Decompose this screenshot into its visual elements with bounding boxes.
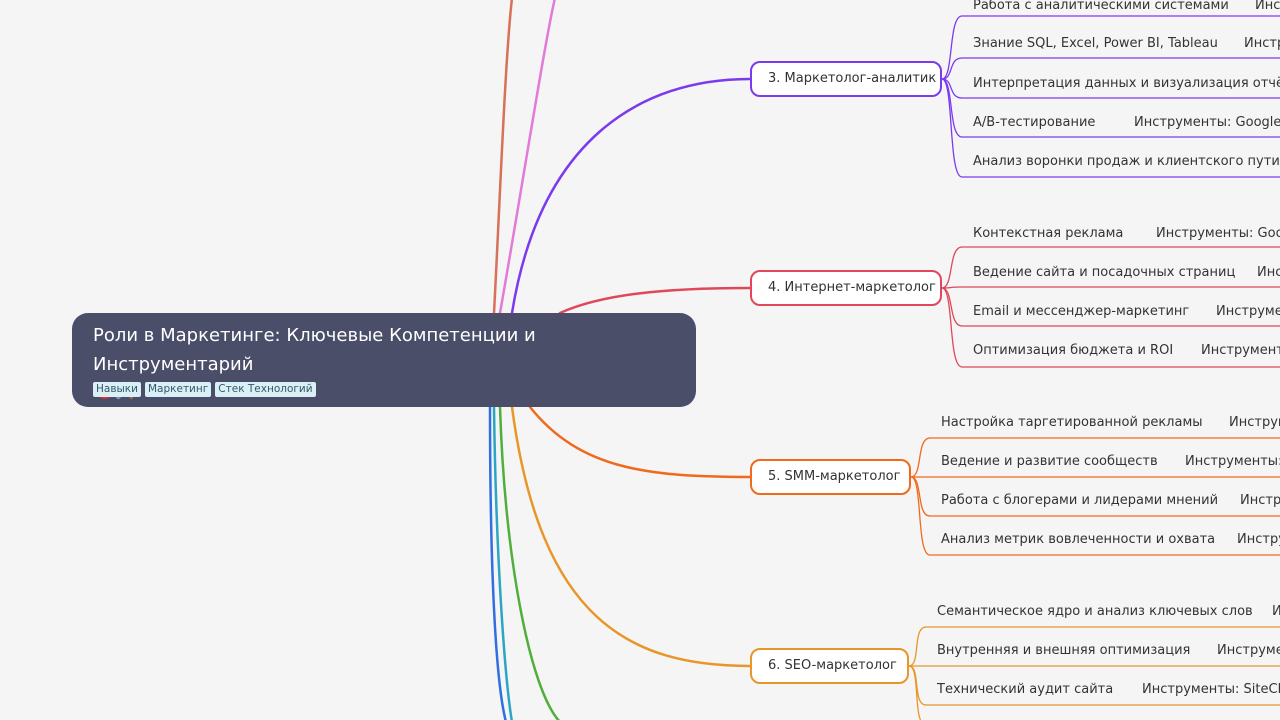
leaf-semantic-core[interactable]: Семантическое ядро и анализ ключевых сло… bbox=[937, 603, 1280, 621]
leaf-tools: Инструменты: S bbox=[1185, 454, 1280, 469]
leaf-label: Семантическое ядро и анализ ключевых сло… bbox=[937, 604, 1253, 619]
root-tags: Навыки Маркетинг Стек Технологий bbox=[93, 382, 316, 397]
branch-marketing-analyst[interactable]: 3. Маркетолог-аналитик bbox=[750, 61, 942, 97]
edge-branch-smm bbox=[528, 405, 752, 479]
leaf-label: Технический аудит сайта bbox=[937, 682, 1114, 697]
edge-offscreen-top-2 bbox=[498, 0, 556, 315]
leaf-analytics-systems[interactable]: Работа с аналитическими системами Инст bbox=[973, 0, 1280, 15]
edge-leaf-analyst-1 bbox=[941, 57, 1280, 80]
leaf-tools: Инстр bbox=[1244, 36, 1280, 51]
tag-skills[interactable]: Навыки bbox=[93, 382, 141, 397]
edge-branch-seo bbox=[510, 405, 752, 668]
branch-internet-marketer[interactable]: 4. Интернет-маркетолог bbox=[750, 270, 942, 306]
branch-seo-marketer[interactable]: 6. SEO-маркетолог bbox=[750, 648, 909, 684]
leaf-tools: Инс bbox=[1257, 265, 1280, 280]
leaf-communities[interactable]: Ведение и развитие сообществ Инструменты… bbox=[941, 453, 1280, 471]
leaf-targeted-ads[interactable]: Настройка таргетированной рекламы Инстру… bbox=[941, 414, 1280, 432]
leaf-tools: Инструменты: SiteChe bbox=[1142, 682, 1280, 697]
leaf-label: Настройка таргетированной рекламы bbox=[941, 415, 1203, 430]
edge-offscreen-bottom-2 bbox=[492, 405, 513, 720]
leaf-email-messenger[interactable]: Email и мессенджер-маркетинг Инструмен bbox=[973, 303, 1280, 321]
leaf-tools: Инструм bbox=[1229, 415, 1280, 430]
edge-branch-analyst bbox=[510, 77, 752, 315]
leaf-engagement-metrics[interactable]: Анализ метрик вовлеченности и охвата Инс… bbox=[941, 531, 1280, 549]
edge-leaf-internet-0 bbox=[941, 246, 1280, 289]
leaf-site-landing[interactable]: Ведение сайта и посадочных страниц Инс bbox=[973, 264, 1280, 282]
branch-smm-marketer[interactable]: 5. SMM-маркетолог bbox=[750, 459, 911, 495]
edge-offscreen-bottom-1 bbox=[488, 405, 507, 720]
leaf-label: Знание SQL, Excel, Power BI, Tableau bbox=[973, 36, 1218, 51]
leaf-label: Анализ метрик вовлеченности и охвата bbox=[941, 532, 1216, 547]
edge-leaf-internet-3 bbox=[941, 287, 1280, 368]
leaf-tools: Инструменты bbox=[1201, 343, 1280, 358]
leaf-label: Контекстная реклама bbox=[973, 226, 1124, 241]
leaf-tools: Инструмен bbox=[1216, 304, 1280, 319]
leaf-label: Email и мессенджер-маркетинг bbox=[973, 304, 1190, 319]
leaf-tools: И bbox=[1272, 604, 1280, 619]
leaf-label: Анализ воронки продаж и клиентского пути bbox=[973, 154, 1280, 169]
root-node[interactable]: Роли в Маркетинге: Ключевые Компетенции … bbox=[72, 313, 696, 407]
edge-leaf-smm-2 bbox=[910, 476, 1280, 517]
leaf-tools: Инстру bbox=[1237, 532, 1280, 547]
leaf-bloggers[interactable]: Работа с блогерами и лидерами мнений Инс… bbox=[941, 492, 1280, 510]
edge-branch-internet bbox=[558, 286, 752, 315]
edge-offscreen-top-1 bbox=[492, 0, 514, 315]
leaf-sql-excel[interactable]: Знание SQL, Excel, Power BI, Tableau Инс… bbox=[973, 35, 1280, 53]
leaf-tech-audit[interactable]: Технический аудит сайта Инструменты: Sit… bbox=[937, 681, 1280, 699]
leaf-on-off-page[interactable]: Внутренняя и внешняя оптимизация Инструм… bbox=[937, 642, 1280, 660]
root-title: Роли в Маркетинге: Ключевые Компетенции … bbox=[93, 325, 536, 375]
edge-leaf-analyst-4 bbox=[941, 78, 1280, 178]
leaf-label: Работа с блогерами и лидерами мнений bbox=[941, 493, 1219, 508]
leaf-label: Ведение и развитие сообществ bbox=[941, 454, 1158, 469]
edge-leaf-seo-3 bbox=[908, 665, 922, 720]
leaf-tools: Инструменты: Google O bbox=[1134, 115, 1280, 130]
tag-tech-stack[interactable]: Стек Технологий bbox=[215, 382, 316, 397]
leaf-label: Внутренняя и внешняя оптимизация bbox=[937, 643, 1191, 658]
leaf-budget-roi[interactable]: Оптимизация бюджета и ROI Инструменты bbox=[973, 342, 1280, 360]
edge-offscreen-bottom-3 bbox=[498, 405, 560, 720]
leaf-tools: Инструме bbox=[1217, 643, 1280, 658]
leaf-label: Интерпретация данных и визуализация отчё… bbox=[973, 76, 1280, 91]
leaf-sales-funnel[interactable]: Анализ воронки продаж и клиентского пути bbox=[973, 153, 1280, 171]
leaf-tools: Инстру bbox=[1240, 493, 1280, 508]
leaf-label: Работа с аналитическими системами bbox=[973, 0, 1229, 13]
edge-leaf-internet-1 bbox=[941, 286, 1280, 289]
leaf-tools: Инст bbox=[1255, 0, 1280, 13]
leaf-label: Ведение сайта и посадочных страниц bbox=[973, 265, 1236, 280]
leaf-ab-testing[interactable]: A/B-тестирование Инструменты: Google O bbox=[973, 114, 1280, 132]
edge-leaf-analyst-2 bbox=[941, 78, 1280, 99]
leaf-data-interpretation[interactable]: Интерпретация данных и визуализация отчё… bbox=[973, 75, 1280, 93]
leaf-label: Оптимизация бюджета и ROI bbox=[973, 343, 1174, 358]
edge-leaf-seo-0 bbox=[908, 626, 1280, 667]
edge-leaf-analyst-0 bbox=[941, 15, 1280, 80]
leaf-label: A/B-тестирование bbox=[973, 115, 1096, 130]
tag-marketing[interactable]: Маркетинг bbox=[144, 382, 212, 397]
edge-leaf-smm-3 bbox=[910, 476, 1280, 556]
leaf-tools: Инструменты: Goog bbox=[1156, 226, 1280, 241]
edge-leaf-smm-0 bbox=[910, 437, 1280, 478]
edge-leaf-internet-2 bbox=[941, 287, 1280, 327]
leaf-context-ads[interactable]: Контекстная реклама Инструменты: Goog bbox=[973, 225, 1280, 243]
